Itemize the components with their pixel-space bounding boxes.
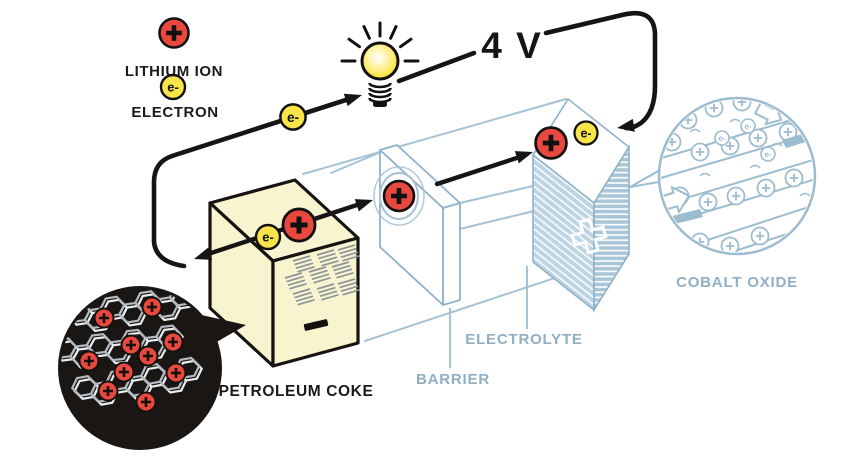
petroleum-coke-inset (58, 286, 246, 450)
anode-block (208, 178, 360, 368)
electrolyte-label-group: ELECTROLYTE (465, 266, 582, 348)
anode-minus-icon (303, 319, 329, 331)
lithium-ion-at-cathode (534, 126, 568, 160)
barrier-wall (379, 144, 461, 306)
electron-at-cathode (573, 120, 599, 146)
light-bulb-icon (340, 21, 420, 107)
electron-legend-label: ELECTRON (131, 104, 218, 121)
lithium-ion-legend-label: LITHIUM ION (125, 63, 223, 80)
lithium-ion-at-anode (281, 207, 317, 243)
electron-on-wire (279, 103, 307, 131)
legend: LITHIUM ION ELECTRON (125, 17, 223, 121)
electron-at-anode (254, 223, 282, 251)
barrier-label: BARRIER (416, 371, 490, 388)
cathode-block (531, 97, 631, 313)
arrowhead-to-bulb (343, 88, 364, 107)
electrolyte-label: ELECTROLYTE (465, 331, 582, 348)
electron-legend-badge (159, 73, 187, 101)
arrowhead-to-cathode-top (615, 118, 635, 135)
cobalt-oxide-inset (657, 96, 817, 256)
cathode-plus-icon (570, 217, 608, 255)
voltage-label: 4 V (481, 25, 543, 66)
barrier-label-group: BARRIER (416, 308, 490, 388)
anode-label: PETROLEUM COKE (219, 383, 374, 400)
arrowhead-to-barrier (354, 193, 376, 212)
lithium-ion-in-barrier (382, 179, 416, 213)
lithium-ion-legend-badge (158, 17, 190, 49)
cathode-label: COBALT OXIDE (676, 274, 798, 291)
arrowhead-to-cathode (514, 145, 536, 164)
ion-flow-arrow-cathode (434, 152, 529, 187)
